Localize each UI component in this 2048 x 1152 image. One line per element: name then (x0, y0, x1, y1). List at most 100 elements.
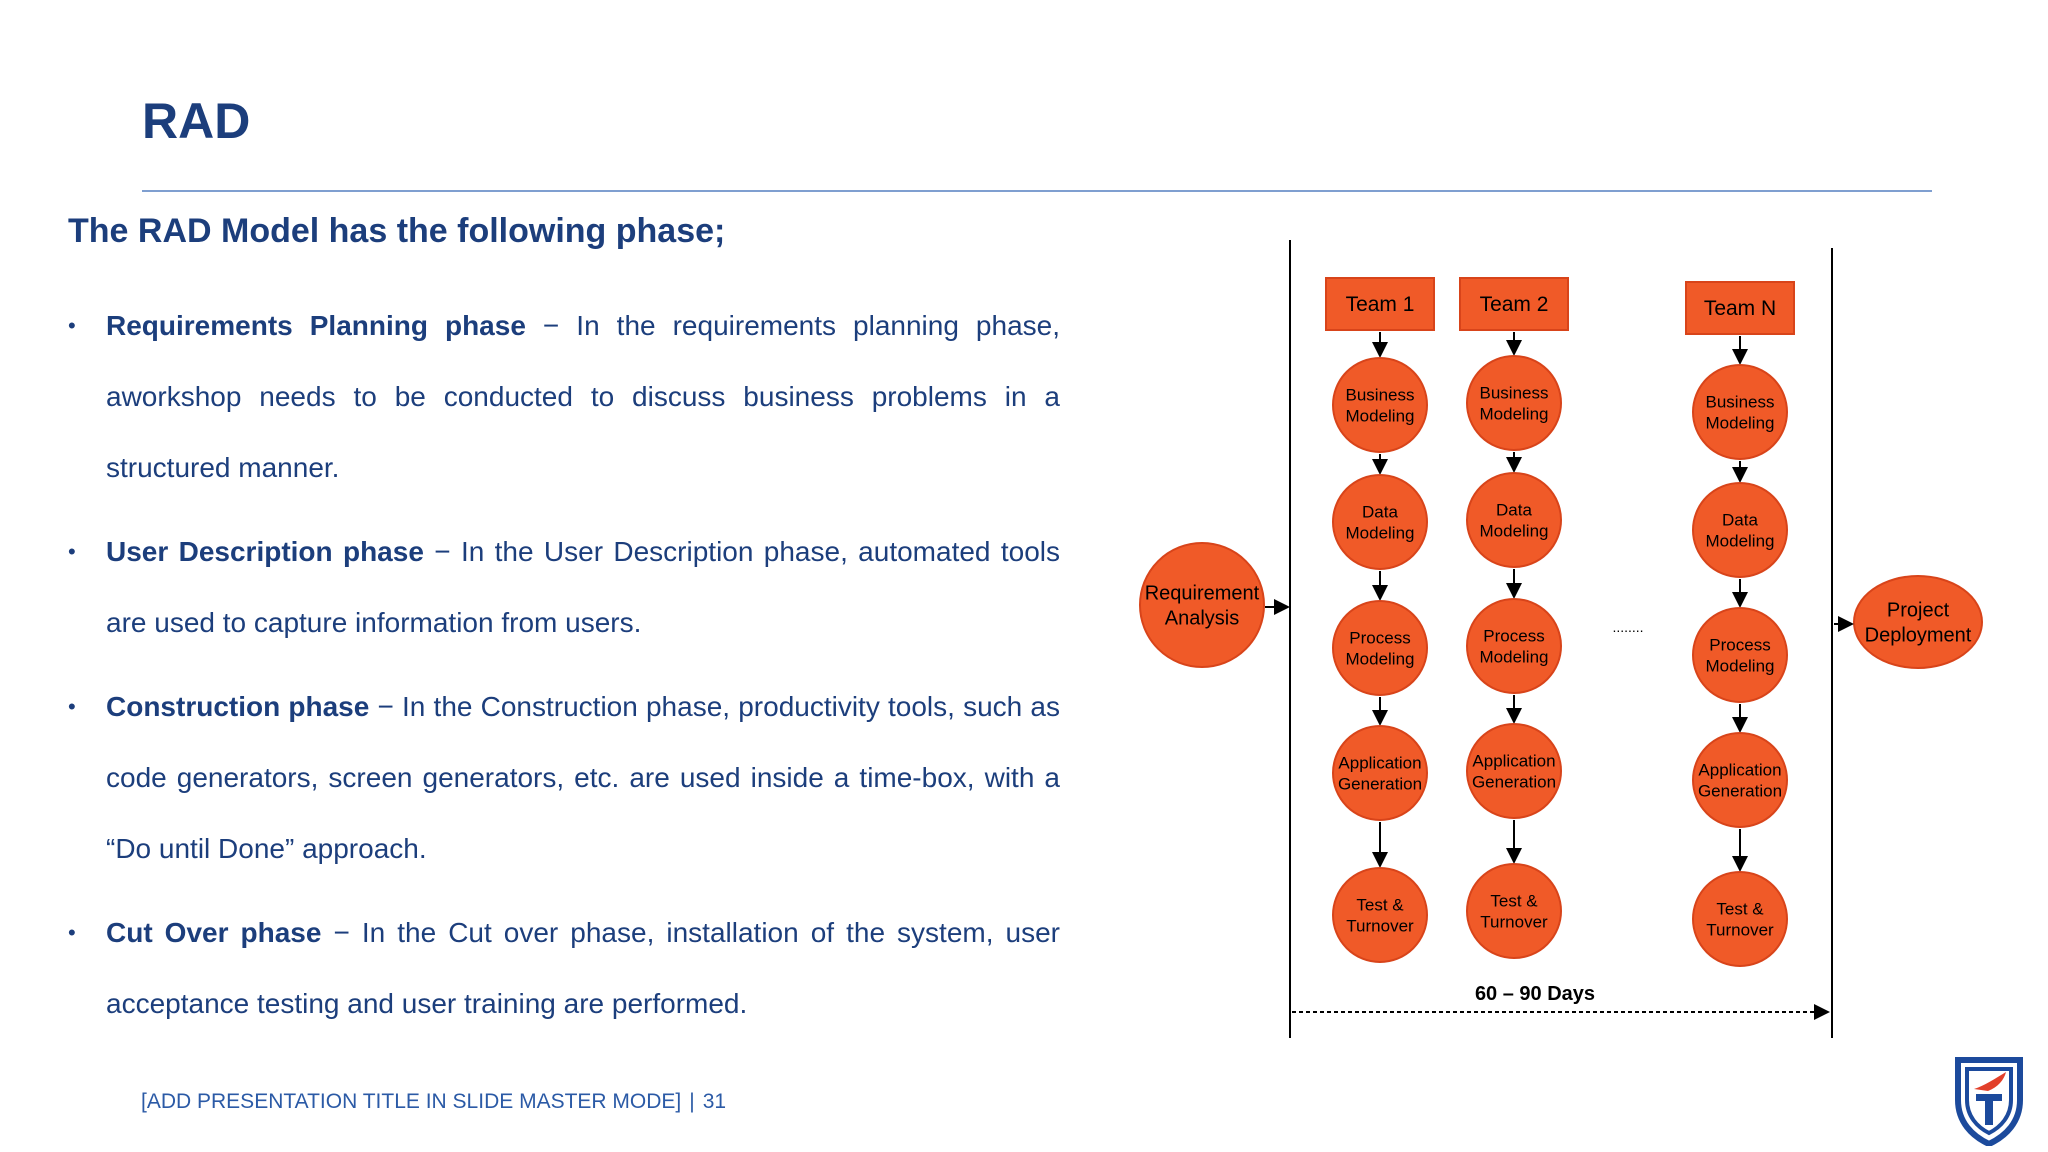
label-line: Data (1496, 500, 1532, 519)
label-line: Test & (1356, 895, 1404, 914)
bullet-dash: − (525, 310, 577, 341)
bullet-term: Requirements Planning phase (106, 310, 526, 341)
label-line: Data (1362, 502, 1398, 521)
bullet-term: User Description phase (106, 536, 424, 567)
phase-node-label: Test &Turnover (1346, 895, 1414, 935)
title-divider (142, 190, 1932, 192)
label-line: Modeling (1480, 405, 1549, 424)
team-header-box (1685, 281, 1795, 335)
label-line: Process (1483, 626, 1544, 645)
footer-presentation-title: [ADD PRESENTATION TITLE IN SLIDE MASTER … (141, 1090, 682, 1113)
bullet-term: Cut Over phase (106, 917, 322, 948)
footer-separator: | (689, 1090, 695, 1113)
label-line: Application (1338, 753, 1421, 772)
phase-node (1332, 867, 1428, 963)
bullet-dash: − (321, 917, 362, 948)
label-line: Modeling (1346, 407, 1415, 426)
phase-node (1332, 357, 1428, 453)
label-line: Business (1706, 392, 1775, 411)
label-line: Deployment (1865, 625, 1972, 647)
project-deployment-node (1853, 575, 1983, 669)
shield-torch-icon (1955, 1057, 2023, 1146)
label-line: Generation (1472, 773, 1556, 792)
bullet-cut-over: • Cut Over phase − In the Cut over phase… (68, 897, 1060, 1039)
phase-node (1692, 364, 1788, 460)
bullet-dash: − (423, 536, 461, 567)
slide-title: RAD (142, 93, 251, 149)
bullet-text: In the User Description phase, automated… (106, 536, 1060, 638)
label-line: Modeling (1346, 524, 1415, 543)
team-header-label: Team 1 (1346, 293, 1415, 316)
bullet-dot: • (68, 920, 76, 945)
phase-node-label: Test &Turnover (1706, 899, 1774, 939)
slide-subtitle: The RAD Model has the following phase; (68, 212, 726, 250)
label-line: Business (1346, 385, 1415, 404)
phase-node (1692, 871, 1788, 967)
bullet-text: In the Cut over phase, installation of t… (106, 917, 1060, 1019)
bullet-list: • Requirements Planning phase − In the r… (68, 290, 1060, 1052)
label-line: Project (1887, 600, 1950, 622)
label-line: Turnover (1706, 921, 1774, 940)
label-line: Modeling (1480, 648, 1549, 667)
team-header-label: Team N (1704, 297, 1776, 320)
team-header-box (1459, 277, 1569, 331)
label-line: Process (1349, 628, 1410, 647)
phase-node-label: Test & Turnover (1480, 891, 1548, 931)
page-number: 31 (702, 1090, 727, 1113)
phase-node (1466, 723, 1562, 819)
label-line: Requirement (1145, 583, 1260, 605)
label-line: Data (1722, 510, 1758, 529)
phase-node (1332, 725, 1428, 821)
label-line: Generation (1698, 782, 1782, 801)
label-line: Modeling (1706, 414, 1775, 433)
bullet-term: Construction phase (106, 691, 370, 722)
bullet-user-description: • User Description phase − In the User D… (68, 516, 1060, 658)
bullet-text: In the requirements planning phase, awor… (106, 310, 1060, 483)
phase-node (1466, 863, 1562, 959)
bullet-dot: • (68, 313, 76, 338)
phase-node (1466, 598, 1562, 694)
label-line: Generation (1338, 775, 1422, 794)
label-line: Modeling (1346, 650, 1415, 669)
team-header-box (1325, 277, 1435, 331)
label-line: Modeling (1706, 532, 1775, 551)
label-line: Modeling (1706, 657, 1775, 676)
phase-node (1332, 474, 1428, 570)
phase-node (1466, 472, 1562, 568)
duration-label: 60 – 90 Days (1475, 983, 1595, 1005)
label-line: Turnover (1480, 913, 1548, 932)
bullet-dash: − (369, 691, 403, 722)
phase-node (1332, 600, 1428, 696)
requirement-analysis-node (1139, 542, 1265, 668)
label-line: Process (1709, 635, 1770, 654)
label-line: Test & (1490, 891, 1538, 910)
bullet-construction: • Construction phase − In the Constructi… (68, 671, 1060, 884)
label-line: Application (1698, 760, 1781, 779)
label-line: Modeling (1480, 522, 1549, 541)
bullet-dot: • (68, 539, 76, 564)
phase-node (1692, 732, 1788, 828)
label-line: Business (1480, 383, 1549, 402)
bullet-requirements-planning: • Requirements Planning phase − In the r… (68, 290, 1060, 503)
phase-node (1692, 482, 1788, 578)
phase-node (1466, 355, 1562, 451)
label-line: Application (1472, 751, 1555, 770)
